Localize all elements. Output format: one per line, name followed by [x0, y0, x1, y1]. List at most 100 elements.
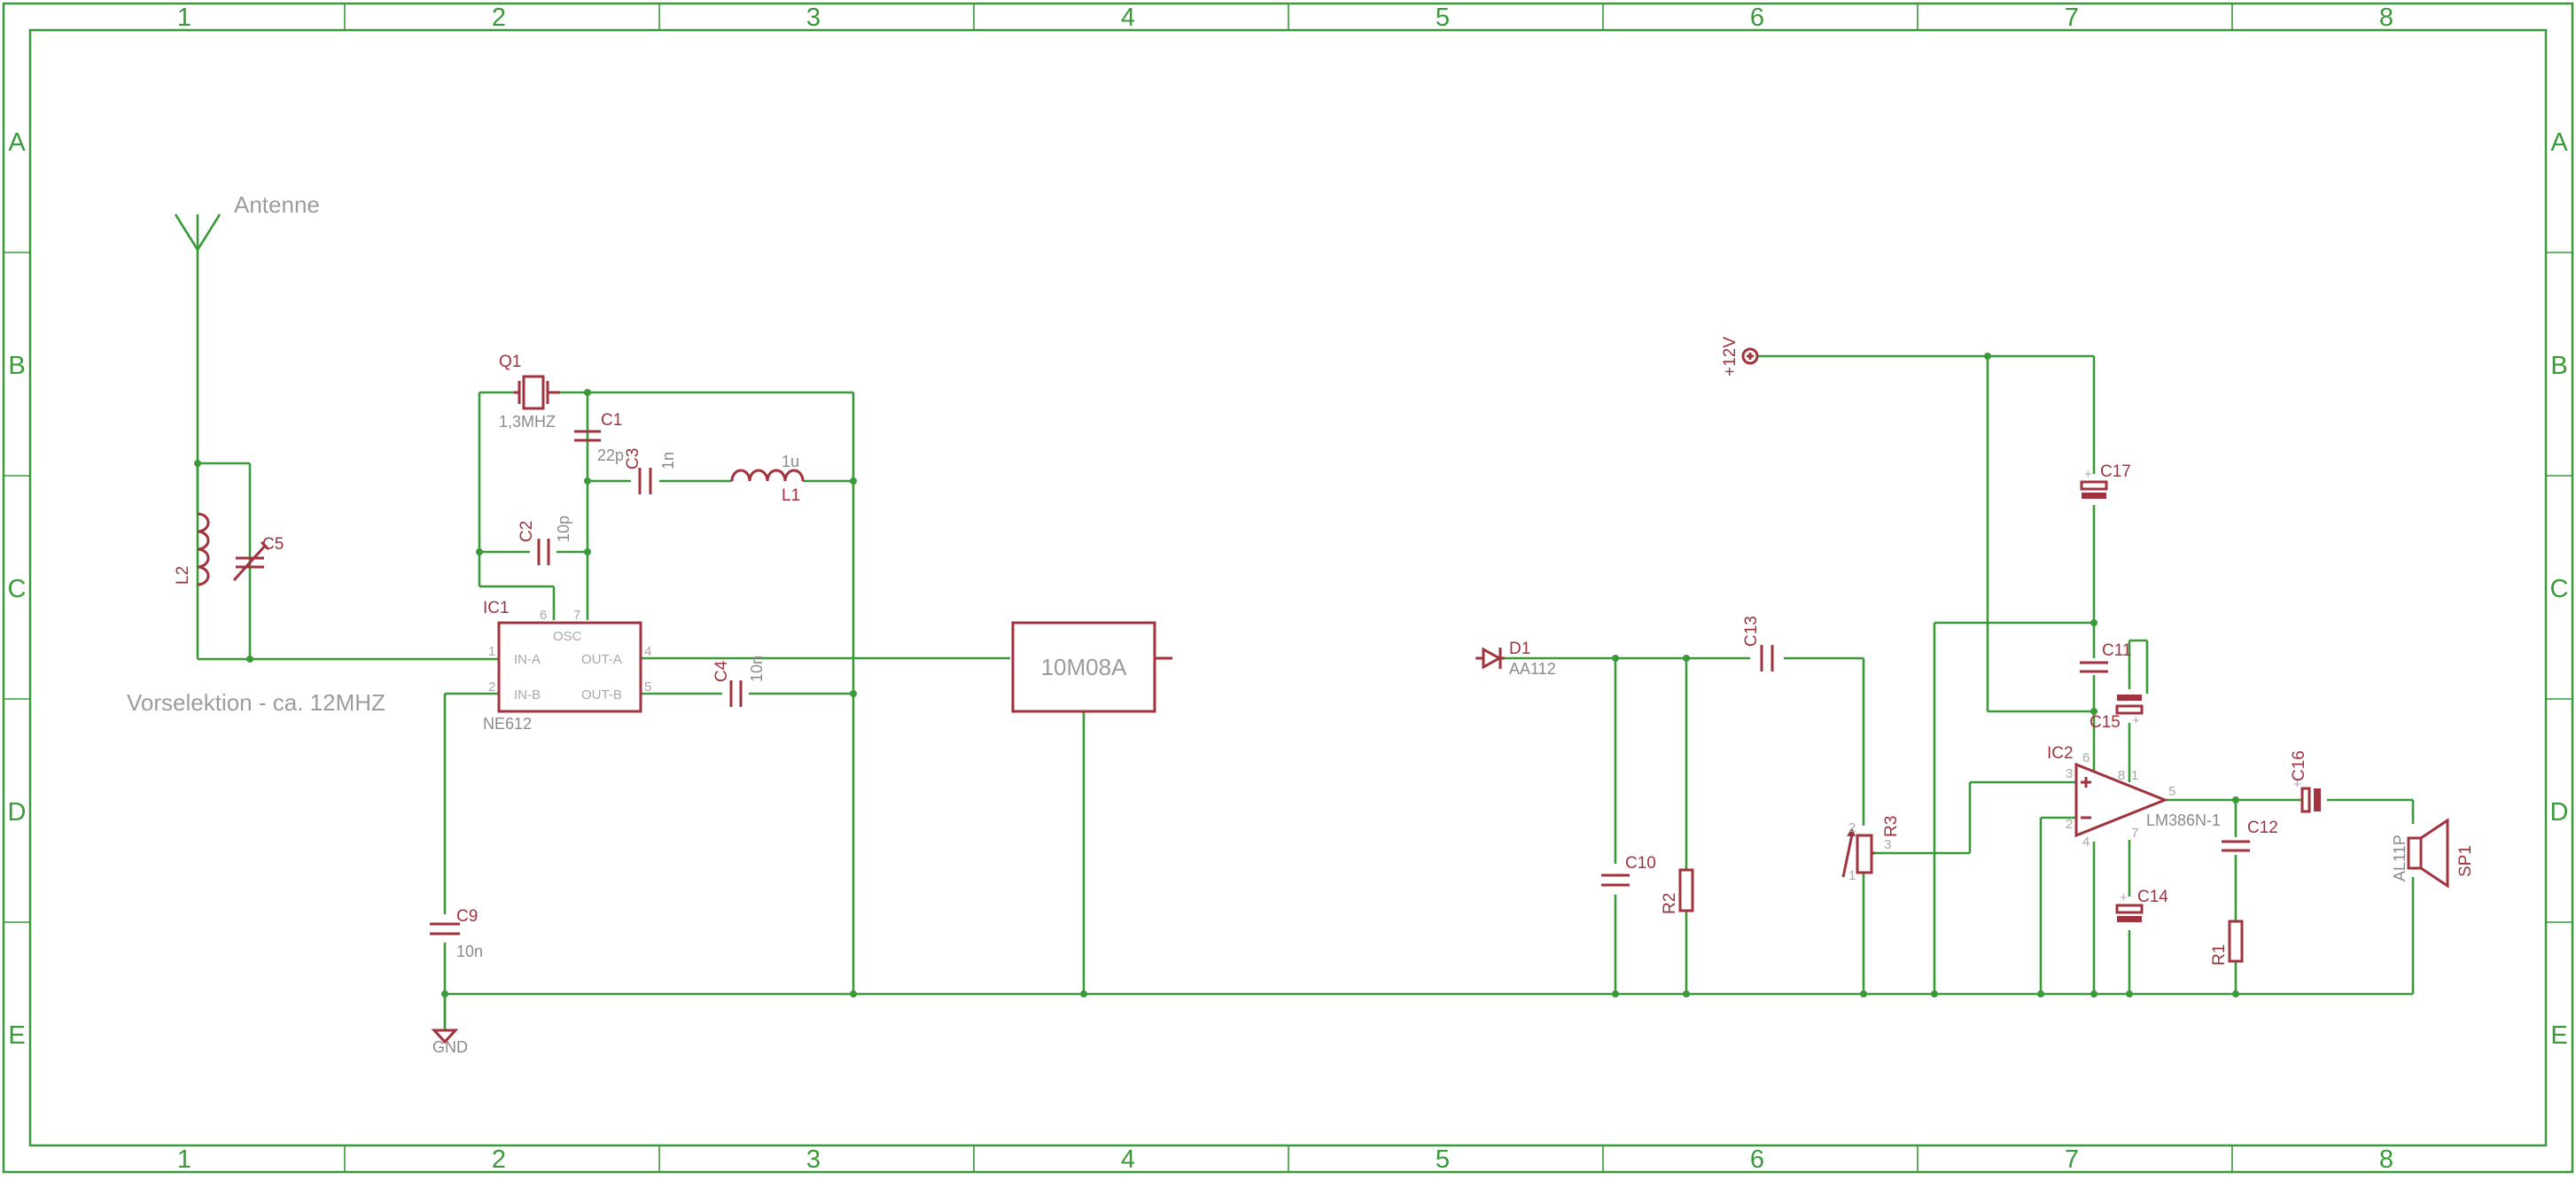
r3-pin-3: 3 — [1884, 837, 1891, 852]
ic1-mixer-ne612 — [497, 621, 642, 713]
c10-capacitor-symbol — [1601, 873, 1630, 887]
antenna-label: Antenne — [234, 191, 320, 218]
l1-inductor-symbol — [730, 469, 805, 482]
c4-capacitor-symbol — [729, 680, 743, 707]
ic1-pin-in-a: IN-A — [514, 652, 541, 667]
ic1-pin-7: 7 — [573, 608, 580, 623]
frame-col-8-bottom: 8 — [2379, 1145, 2393, 1174]
q1-name: Q1 — [499, 353, 521, 371]
antenna-symbol — [174, 213, 222, 251]
ic2-pin-5: 5 — [2168, 784, 2175, 799]
c5-name: C5 — [262, 535, 284, 554]
sp1-name: SP1 — [2456, 845, 2475, 877]
r3-pin-1: 1 — [1848, 868, 1856, 883]
frame-row-e-left: E — [8, 1021, 25, 1050]
r3-pin-2: 2 — [1848, 820, 1856, 835]
r2-name: R2 — [1661, 893, 1679, 914]
frame-row-a-right: A — [2550, 128, 2568, 157]
c14-name: C14 — [2137, 888, 2168, 906]
frame-row-c-right: C — [2550, 575, 2569, 603]
ic1-pin-5: 5 — [644, 679, 651, 695]
frame-col-2-bottom: 2 — [492, 1145, 506, 1174]
c17-name: C17 — [2100, 462, 2131, 481]
frame-col-4-top: 4 — [1121, 4, 1135, 32]
speaker-icon — [2407, 818, 2449, 889]
q1-value: 1,3MHZ — [499, 413, 556, 431]
ic2-pin-8: 8 — [2118, 768, 2125, 783]
c4-name: C4 — [712, 660, 731, 682]
ic1-value: NE612 — [483, 715, 532, 733]
ic1-pin-osc: OSC — [553, 629, 582, 644]
frame-col-5-top: 5 — [1436, 4, 1450, 32]
ic1-pin-2: 2 — [488, 679, 495, 695]
frame-row-b-right: B — [2550, 352, 2567, 380]
c16-name: C16 — [2290, 750, 2308, 781]
c15-name: C15 — [2090, 713, 2121, 732]
l1-name: L1 — [782, 486, 800, 505]
d1-diode-symbol — [1476, 647, 1505, 670]
c9-capacitor-symbol — [430, 922, 460, 935]
junctions — [194, 353, 2239, 998]
r2-resistor-symbol — [1678, 868, 1694, 912]
ic2-name: IC2 — [2047, 744, 2074, 763]
c11-capacitor-symbol — [2080, 661, 2108, 673]
c2-value: 10p — [555, 516, 572, 542]
c3-value: 1n — [659, 452, 677, 470]
c1-value: 22p — [597, 446, 624, 464]
frame-col-1-top: 1 — [177, 4, 191, 32]
c10-name: C10 — [1625, 854, 1656, 873]
ic2-audio-amplifier-lm386 — [2074, 762, 2169, 838]
frame-row-d-left: D — [8, 798, 27, 827]
ic1-pin-1: 1 — [488, 644, 495, 659]
frame-row-d-right: D — [2550, 798, 2569, 827]
supply-label: +12V — [1721, 337, 1739, 377]
c3-name: C3 — [624, 448, 642, 470]
ic1-pin-4: 4 — [644, 644, 651, 659]
c15-electrolytic-capacitor-symbol: + — [2115, 695, 2144, 728]
ic1-name: IC1 — [483, 599, 510, 617]
ic2-pin-7: 7 — [2131, 826, 2138, 841]
sp1-value: AL11P — [2391, 835, 2409, 881]
ic2-pin-3: 3 — [2066, 766, 2073, 781]
gnd-label: GND — [432, 1038, 468, 1056]
c3-capacitor-symbol — [638, 468, 652, 494]
frame-col-8-top: 8 — [2379, 4, 2393, 32]
ic2-pin-1: 1 — [2131, 768, 2138, 783]
ic1-pin-out-b: OUT-B — [581, 687, 622, 703]
frame-col-1-bottom: 1 — [177, 1145, 191, 1174]
frame-col-5-bottom: 5 — [1436, 1145, 1450, 1174]
wires — [196, 250, 2415, 1028]
l2-inductor-symbol — [197, 512, 210, 586]
ic2-pin-4: 4 — [2082, 835, 2090, 850]
frame-col-3-top: 3 — [806, 4, 821, 32]
frame-row-c-left: C — [8, 575, 27, 603]
c9-value: 10n — [456, 943, 483, 960]
q1-crystal-symbol — [514, 375, 560, 410]
supply-12v-icon — [1741, 347, 1759, 365]
frame-col-7-top: 7 — [2065, 4, 2079, 32]
ic2-value: LM386N-1 — [2146, 811, 2221, 829]
r1-name: R1 — [2210, 944, 2229, 966]
svg-text:+: + — [2132, 713, 2140, 728]
c4-value: 10n — [748, 656, 766, 682]
c2-capacitor-symbol — [537, 539, 550, 565]
c13-capacitor-symbol — [1760, 645, 1774, 672]
frame-col-4-bottom: 4 — [1121, 1145, 1135, 1174]
frame-col-6-top: 6 — [1750, 4, 1764, 32]
ic2-pin-6: 6 — [2082, 750, 2090, 765]
ic1-pin-in-b: IN-B — [514, 687, 541, 703]
ground-icon — [431, 994, 459, 1044]
frame-col-7-bottom: 7 — [2065, 1145, 2079, 1174]
c12-name: C12 — [2247, 819, 2278, 837]
r3-potentiometer-symbol — [1841, 827, 1875, 878]
c1-name: C1 — [601, 411, 622, 430]
l2-name: L2 — [174, 566, 192, 585]
r3-name: R3 — [1882, 816, 1901, 837]
crystal-filter-10m08a — [1011, 621, 1172, 713]
frame-col-3-bottom: 3 — [806, 1145, 821, 1174]
ic1-pin-6: 6 — [540, 608, 547, 623]
c2-name: C2 — [518, 521, 536, 542]
